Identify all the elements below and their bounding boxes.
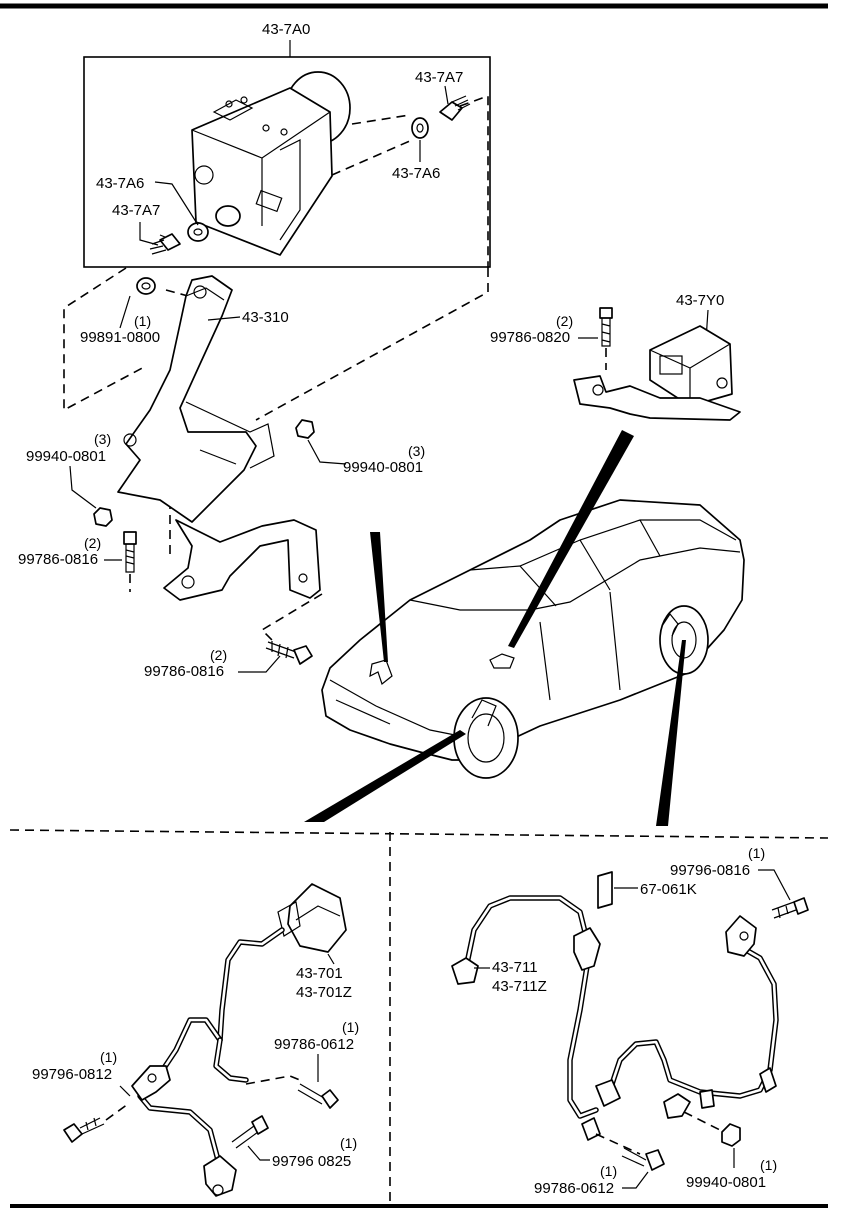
label-bracket: 43-310 [242, 309, 289, 326]
hcu-box [83, 56, 491, 268]
label-front-bolt-c-qty: (1) [340, 1135, 357, 1151]
label-front-bolt-b: 99786-0612 [274, 1036, 354, 1053]
car-illustration [304, 430, 745, 826]
label-bracket-nut-top-qty: (1) [134, 313, 151, 329]
front-sensor-bracket [131, 1065, 171, 1101]
car-marker-front [471, 699, 497, 727]
label-bolt-bottom-qty: (2) [210, 647, 227, 663]
label-rear-bolt-a: 99796-0816 [670, 862, 750, 879]
label-hcu-bushing-left: 43-7A6 [96, 175, 144, 192]
label-front-bolt-a: 99796-0812 [32, 1066, 112, 1083]
bracket-upper [117, 275, 257, 523]
front-sensor-connector [287, 883, 347, 953]
car-marker-yaw [489, 653, 515, 669]
label-hcu-bolt-right: 43-7A7 [415, 69, 463, 86]
front-sensor-head [203, 1155, 237, 1197]
rear-bolt-b [645, 1149, 665, 1171]
label-bracket-nut-top: 99891-0800 [80, 329, 160, 346]
section-divider-horizontal [9, 829, 829, 839]
bracket-nut-top [136, 277, 156, 295]
front-bolt-c [251, 1115, 269, 1135]
bracket-lower [163, 519, 321, 601]
pointer-yaw [508, 430, 634, 648]
label-hcu-bushing-right: 43-7A6 [392, 165, 440, 182]
nut-right [295, 419, 315, 439]
label-bolt-bottom: 99786-0816 [144, 663, 224, 680]
bolt-bottom [293, 645, 313, 665]
label-clip: 67-061K [640, 881, 697, 898]
yaw-sensor-bracket [573, 375, 741, 421]
label-yaw-sensor: 43-7Y0 [676, 292, 724, 309]
label-hcu-bolt-left: 43-7A7 [112, 202, 160, 219]
label-bolt-left-qty: (2) [84, 535, 101, 551]
label-front-sensor-alt: 43-701Z [296, 984, 352, 1001]
label-rear-bolt-b: 99786-0612 [534, 1180, 614, 1197]
pointer-front [304, 730, 466, 822]
car-marker-rear [661, 612, 679, 637]
nut-left [93, 507, 113, 527]
label-nut-right-qty: (3) [408, 443, 425, 459]
label-front-bolt-b-qty: (1) [342, 1019, 359, 1035]
clip [597, 871, 613, 909]
label-bolt-left: 99786-0816 [18, 551, 98, 568]
label-rear-nut: 99940-0801 [686, 1174, 766, 1191]
label-nut-right: 99940-0801 [343, 459, 423, 476]
front-bolt-a [63, 1123, 83, 1143]
rear-sensor-head [451, 957, 479, 985]
yaw-sensor [649, 325, 733, 407]
label-rear-bolt-b-qty: (1) [600, 1163, 617, 1179]
rear-nut [721, 1123, 741, 1147]
label-rear-sensor: 43-711 [492, 959, 538, 976]
label-front-sensor: 43-701 [296, 965, 343, 982]
yaw-sensor-group: 43-7Y0 (2) 99786-0820 [490, 292, 741, 421]
rear-sensor-group: 67-061K (1) 99796-0816 43-711 43-711Z [451, 845, 809, 1197]
label-front-bolt-a-qty: (1) [100, 1049, 117, 1065]
label-nut-left: 99940-0801 [26, 448, 106, 465]
bolt-left [123, 531, 137, 545]
label-nut-left-qty: (3) [94, 431, 111, 447]
front-sensor-group: 43-701 43-701Z (1) 99796-0812 (1) 99786-… [32, 883, 359, 1197]
label-rear-sensor-alt: 43-711Z [492, 978, 547, 995]
label-front-bolt-c: 99796 0825 [272, 1153, 351, 1170]
label-yaw-bolt-qty: (2) [556, 313, 573, 329]
rear-bolt-a [793, 897, 809, 915]
rear-sensor-grommet [573, 927, 601, 971]
pointer-hcu [370, 532, 388, 662]
label-rear-bolt-a-qty: (1) [748, 845, 765, 861]
car-front-wheel [453, 697, 519, 779]
rear-sensor-bracket-upper [725, 915, 757, 957]
bracket-group: (1) 99891-0800 43-310 (3) 99940-0801 (3)… [18, 267, 489, 680]
hcu-group: 43-7A0 43-7A7 43-7A6 [83, 21, 491, 268]
label-yaw-bolt: 99786-0820 [490, 329, 570, 346]
label-hcu-assy: 43-7A0 [262, 21, 310, 38]
front-bolt-b [321, 1089, 339, 1109]
pointer-rear [656, 640, 686, 826]
label-rear-nut-qty: (1) [760, 1157, 777, 1173]
